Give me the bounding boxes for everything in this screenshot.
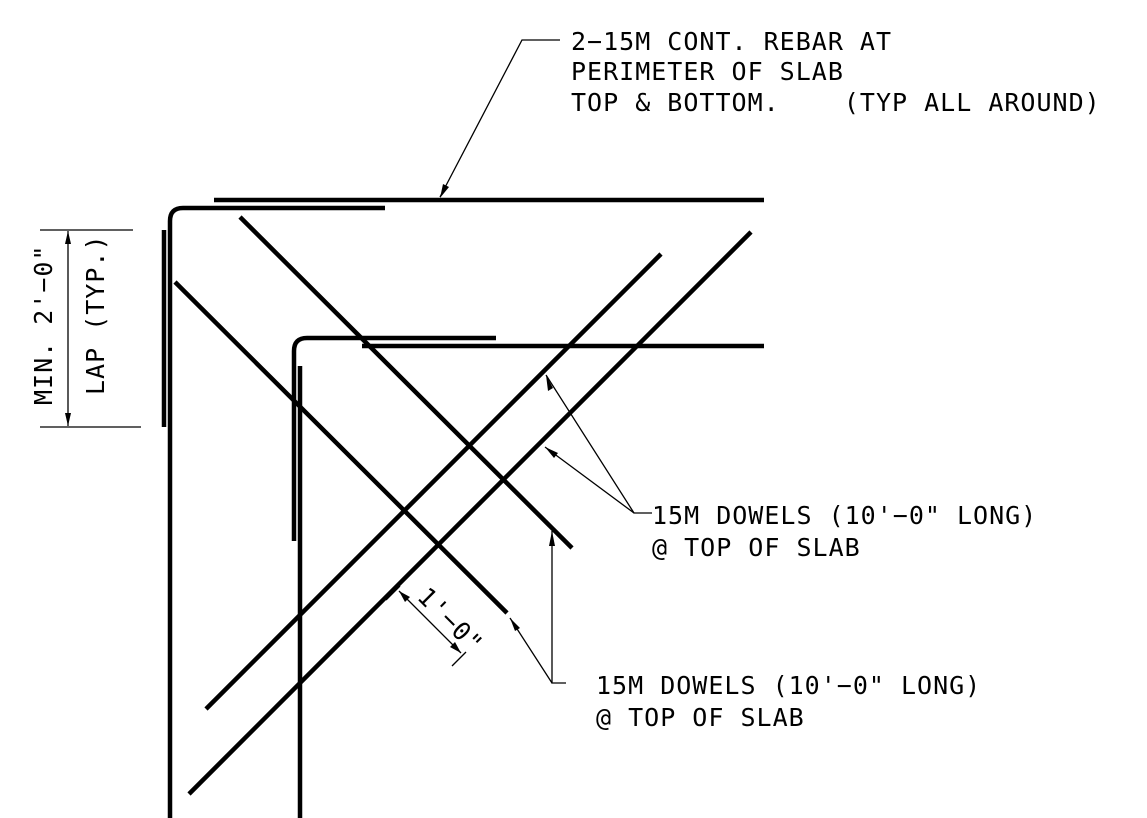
outer-rebar-bent-corner [167, 205, 385, 818]
lap-dim-arrow-bottom [65, 413, 71, 426]
lap-dim-arrow-top [65, 231, 71, 244]
arrowhead-perimeter-rebar [440, 184, 449, 198]
inner-rebar-bent-corner [291, 335, 496, 541]
dowel-diagonal-outer [187, 230, 753, 796]
dowel-diagonal-lower [173, 280, 509, 615]
dowel-diagonal-inner [204, 252, 663, 711]
perimeter-rebar-note-line2: PERIMETER OF SLAB [571, 57, 844, 86]
lap-typ-label: LAP (TYP.) [81, 234, 110, 395]
leader-dowels-lower [551, 531, 566, 684]
spacing-dim-line [398, 590, 462, 654]
dowels-upper-note-line2: @ TOP OF SLAB [652, 533, 861, 562]
dowels-lower-note-line1: 15M DOWELS (10'−0" LONG) [596, 671, 981, 700]
arrowhead-dowels-lower-a [549, 531, 555, 546]
arrowhead-dowels-upper-a [546, 375, 553, 391]
perimeter-rebar-note-line3: TOP & BOTTOM. (TYP ALL AROUND) [571, 88, 1101, 117]
dowel-spacing-label: 1'−0" [412, 582, 489, 659]
dowels-upper-note-line1: 15M DOWELS (10'−0" LONG) [652, 501, 1037, 530]
lap-min-label: MIN. 2'−0" [29, 244, 58, 405]
leader-dowels-upper-branch [544, 446, 635, 514]
arrowhead-dowels-lower-b [510, 618, 520, 631]
spacing-dim-ext-1 [385, 585, 401, 601]
perimeter-rebar-note-line1: 2−15M CONT. REBAR AT [571, 27, 892, 56]
dowel-diagonal-upper [238, 215, 574, 550]
leader-dowels-upper [545, 374, 652, 514]
spacing-dim-ext-2 [451, 651, 467, 667]
spacing-dim-arrow-2 [450, 642, 461, 653]
arrowhead-dowels-upper-b [545, 447, 558, 458]
spacing-dim-arrow-1 [399, 591, 410, 602]
dowels-lower-note-line2: @ TOP OF SLAB [596, 703, 805, 732]
leader-perimeter-rebar [439, 39, 560, 198]
